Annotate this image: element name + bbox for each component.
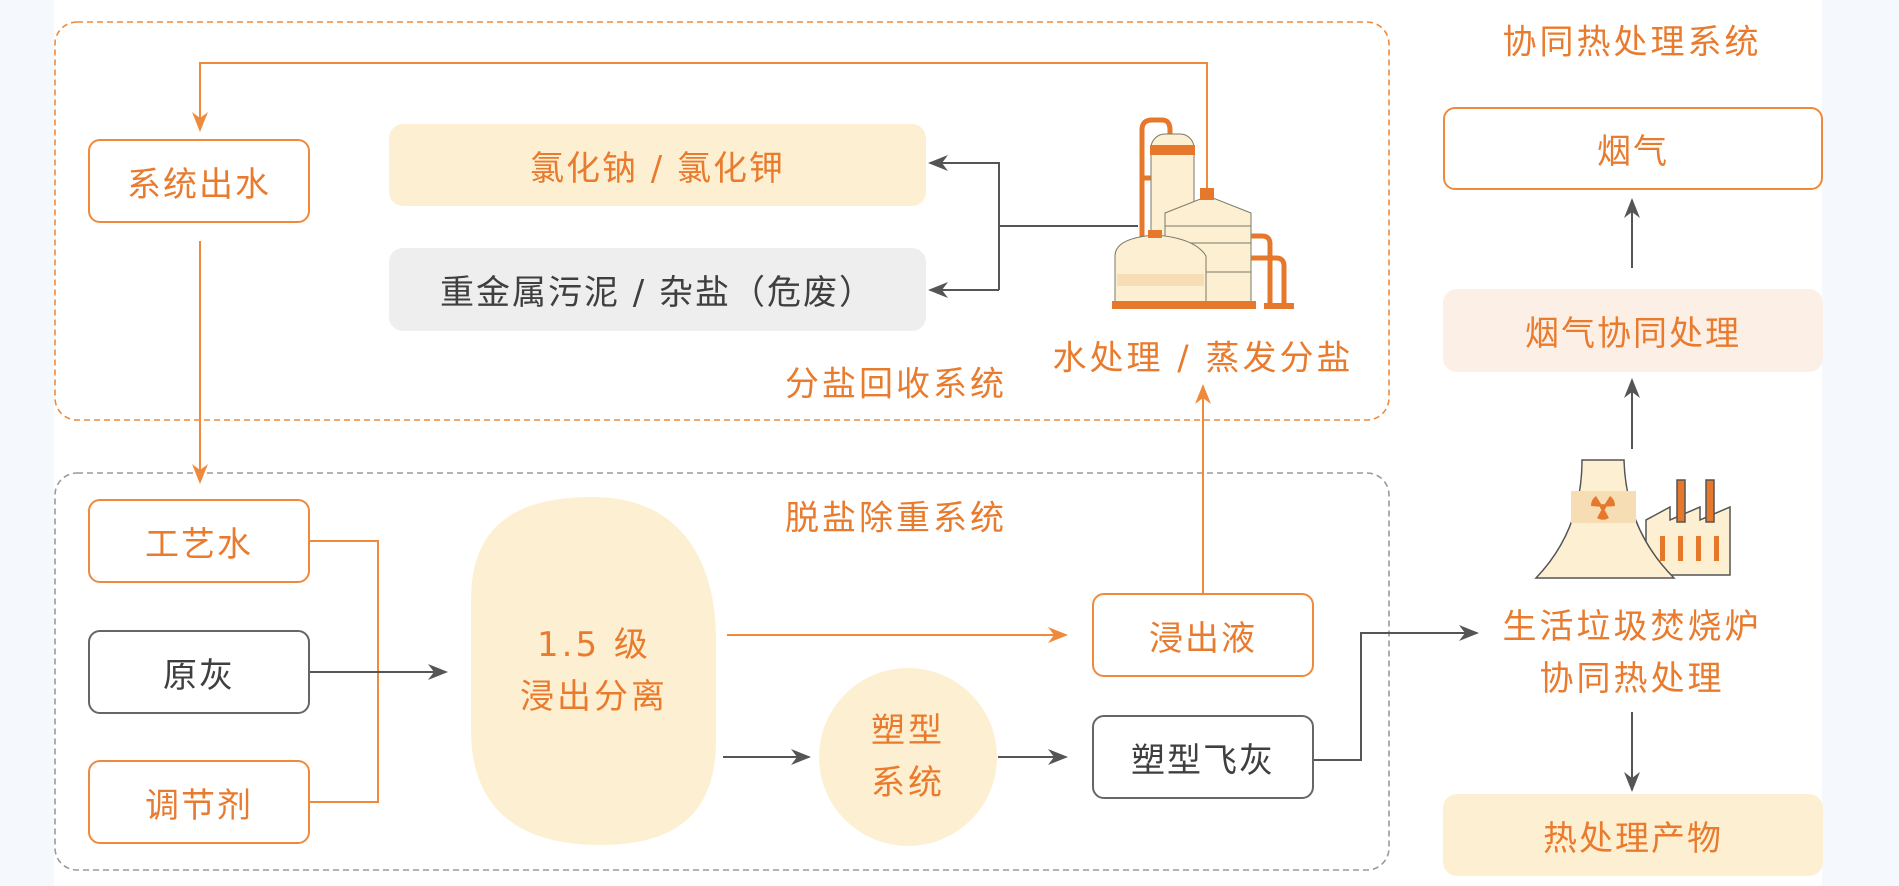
flue-gas-treatment-box[interactable]: 烟气协同处理 — [1443, 289, 1823, 372]
process-water-label: 工艺水 — [145, 524, 253, 565]
arrow-fly-ash-to-incinerator — [1314, 625, 1479, 761]
molded-fly-ash-label: 塑型飞灰 — [1131, 740, 1275, 781]
water-treatment-label: 水处理 / 蒸发分盐 — [1052, 338, 1354, 379]
salt-recovery-frame — [54, 21, 1390, 421]
desalination-frame — [54, 472, 1390, 871]
leachate-box[interactable]: 浸出液 — [1092, 593, 1314, 677]
power-plant-icon — [1534, 459, 1731, 579]
flue-gas-treatment-label: 烟气协同处理 — [1525, 314, 1741, 354]
system-effluent-label: 系统出水 — [127, 164, 271, 205]
hazardous-waste-box[interactable]: 重金属污泥 / 杂盐（危废） — [389, 248, 926, 331]
molded-fly-ash-box[interactable]: 塑型飞灰 — [1092, 715, 1314, 799]
product-salt-box[interactable]: 氯化钠 / 氯化钾 — [389, 124, 926, 206]
flue-gas-box[interactable]: 烟气 — [1443, 107, 1823, 190]
leaching-separation-text[interactable]: 1.5 级 浸出分离 — [520, 619, 668, 723]
input-raw-ash[interactable]: 原灰 — [88, 630, 310, 714]
leachate-label: 浸出液 — [1149, 618, 1257, 659]
arrow-to-product-salt — [928, 155, 1000, 290]
separation-line1: 1.5 级 — [537, 625, 651, 665]
input-conditioner[interactable]: 调节剂 — [88, 760, 310, 844]
flue-gas-label: 烟气 — [1597, 132, 1669, 172]
salt-recovery-title: 分盐回收系统 — [785, 364, 1007, 405]
conditioner-label: 调节剂 — [145, 785, 253, 826]
molding-line2: 系统 — [871, 763, 945, 803]
product-salt-label: 氯化钠 / 氯化钾 — [529, 148, 786, 189]
arrow-plant-to-effluent — [192, 62, 1208, 196]
hazardous-waste-label: 重金属污泥 / 杂盐（危废） — [439, 273, 876, 313]
incinerator-text[interactable]: 生活垃圾焚烧炉 协同热处理 — [1503, 601, 1762, 705]
molding-line1: 塑型 — [871, 711, 945, 751]
separation-line2: 浸出分离 — [520, 677, 668, 717]
thermal-products-label: 热处理产物 — [1543, 818, 1723, 859]
incinerator-line1: 生活垃圾焚烧炉 — [1502, 607, 1762, 647]
incinerator-line2: 协同热处理 — [1539, 659, 1725, 699]
evaporator-plant-icon — [1112, 117, 1294, 309]
desalination-title: 脱盐除重系统 — [785, 498, 1007, 539]
leaching-separation-blob — [471, 497, 716, 845]
input-process-water[interactable]: 工艺水 — [88, 499, 310, 583]
molding-system-circle — [819, 668, 997, 846]
co-treatment-title: 协同热处理系统 — [1502, 22, 1762, 63]
raw-ash-label: 原灰 — [163, 655, 235, 696]
system-effluent-box[interactable]: 系统出水 — [88, 139, 310, 223]
molding-system-text[interactable]: 塑型 系统 — [871, 705, 945, 809]
thermal-products-box[interactable]: 热处理产物 — [1443, 794, 1823, 876]
